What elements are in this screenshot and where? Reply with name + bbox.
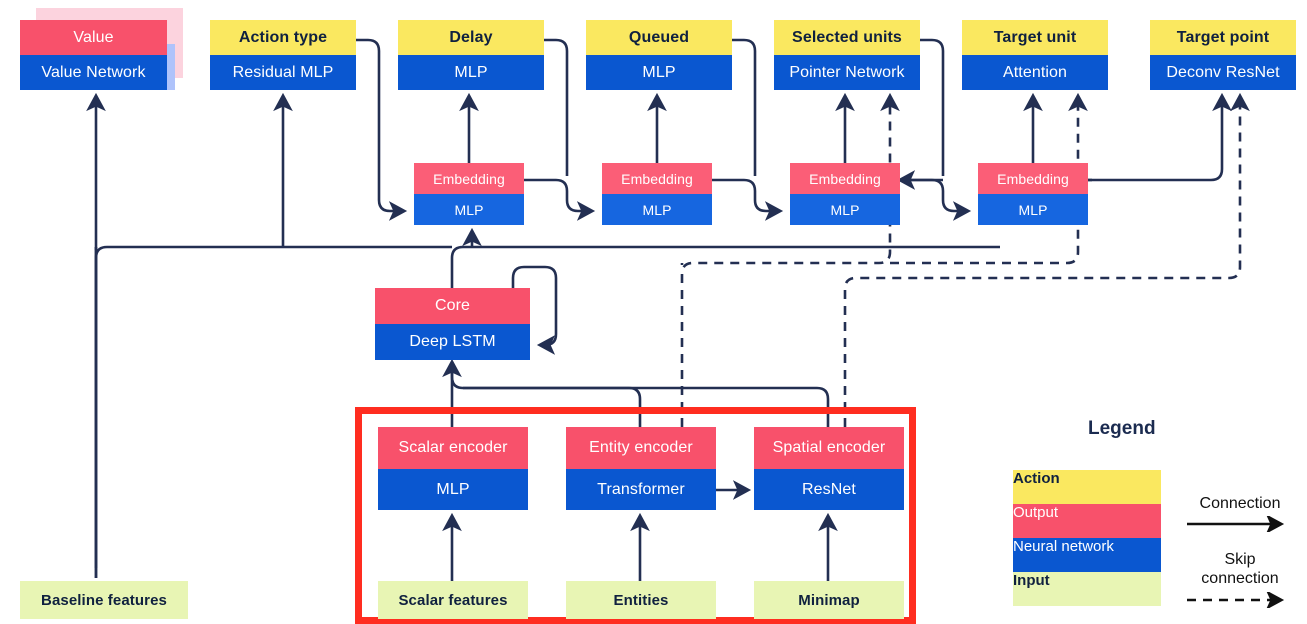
legend-skip-connection-arrow-icon [1187, 592, 1285, 608]
node-input-entities-label: Entities [566, 581, 716, 619]
node-embedding-3-network: MLP [790, 194, 900, 225]
node-spatial-encoder-output: Spatial encoder [754, 427, 904, 469]
node-delay[interactable]: Delay MLP [398, 20, 544, 90]
node-entity-encoder[interactable]: Entity encoder Transformer [566, 427, 716, 510]
node-selected-units[interactable]: Selected units Pointer Network [774, 20, 920, 90]
node-target-unit[interactable]: Target unit Attention [962, 20, 1108, 90]
node-action-type-action: Action type [210, 20, 356, 55]
encoder-group-highlight [355, 407, 916, 624]
legend-swatch-stack: Action Output Neural network Input [1013, 470, 1161, 606]
node-target-point-network: Deconv ResNet [1150, 55, 1296, 90]
node-value[interactable]: Value Value Network [20, 20, 167, 90]
legend-swatch-action: Action [1013, 470, 1161, 504]
legend-connection-label: Connection [1199, 495, 1281, 512]
node-embedding-4[interactable]: Embedding MLP [978, 163, 1088, 225]
node-delay-action: Delay [398, 20, 544, 55]
node-entity-encoder-network: Transformer [566, 469, 716, 510]
node-embedding-4-output: Embedding [978, 163, 1088, 194]
node-input-minimap[interactable]: Minimap [754, 581, 904, 619]
node-delay-network: MLP [398, 55, 544, 90]
node-target-point-action: Target point [1150, 20, 1296, 55]
node-selected-units-action: Selected units [774, 20, 920, 55]
node-embedding-2-output: Embedding [602, 163, 712, 194]
node-input-baseline-features-label: Baseline features [20, 581, 188, 619]
node-target-unit-action: Target unit [962, 20, 1108, 55]
node-core-output: Core [375, 288, 530, 324]
node-value-network: Value Network [20, 55, 167, 90]
node-target-point[interactable]: Target point Deconv ResNet [1150, 20, 1296, 90]
node-scalar-encoder-network: MLP [378, 469, 528, 510]
node-scalar-encoder[interactable]: Scalar encoder MLP [378, 427, 528, 510]
node-core-network: Deep LSTM [375, 324, 530, 360]
node-target-unit-network: Attention [962, 55, 1108, 90]
node-embedding-1-output: Embedding [414, 163, 524, 194]
legend-swatch-input: Input [1013, 572, 1161, 606]
node-embedding-2-network: MLP [602, 194, 712, 225]
node-input-minimap-label: Minimap [754, 581, 904, 619]
node-scalar-encoder-output: Scalar encoder [378, 427, 528, 469]
node-embedding-3-output: Embedding [790, 163, 900, 194]
node-queued[interactable]: Queued MLP [586, 20, 732, 90]
node-embedding-1-network: MLP [414, 194, 524, 225]
node-spatial-encoder[interactable]: Spatial encoder ResNet [754, 427, 904, 510]
node-spatial-encoder-network: ResNet [754, 469, 904, 510]
node-embedding-1[interactable]: Embedding MLP [414, 163, 524, 225]
legend-skip-connection-label: Skip connection [1201, 551, 1279, 587]
legend-swatch-neural-network: Neural network [1013, 538, 1161, 572]
node-entity-encoder-output: Entity encoder [566, 427, 716, 469]
node-queued-network: MLP [586, 55, 732, 90]
legend-swatch-output: Output [1013, 504, 1161, 538]
node-queued-action: Queued [586, 20, 732, 55]
node-action-type[interactable]: Action type Residual MLP [210, 20, 356, 90]
node-input-entities[interactable]: Entities [566, 581, 716, 619]
node-embedding-3[interactable]: Embedding MLP [790, 163, 900, 225]
node-input-scalar-features-label: Scalar features [378, 581, 528, 619]
legend-connection-arrow-icon [1187, 516, 1285, 532]
node-selected-units-network: Pointer Network [774, 55, 920, 90]
node-embedding-4-network: MLP [978, 194, 1088, 225]
node-core[interactable]: Core Deep LSTM [375, 288, 530, 360]
legend-title: Legend [1088, 418, 1156, 439]
node-action-type-network: Residual MLP [210, 55, 356, 90]
node-embedding-2[interactable]: Embedding MLP [602, 163, 712, 225]
node-input-scalar-features[interactable]: Scalar features [378, 581, 528, 619]
node-value-action: Value [20, 20, 167, 55]
node-input-baseline-features[interactable]: Baseline features [20, 581, 188, 619]
